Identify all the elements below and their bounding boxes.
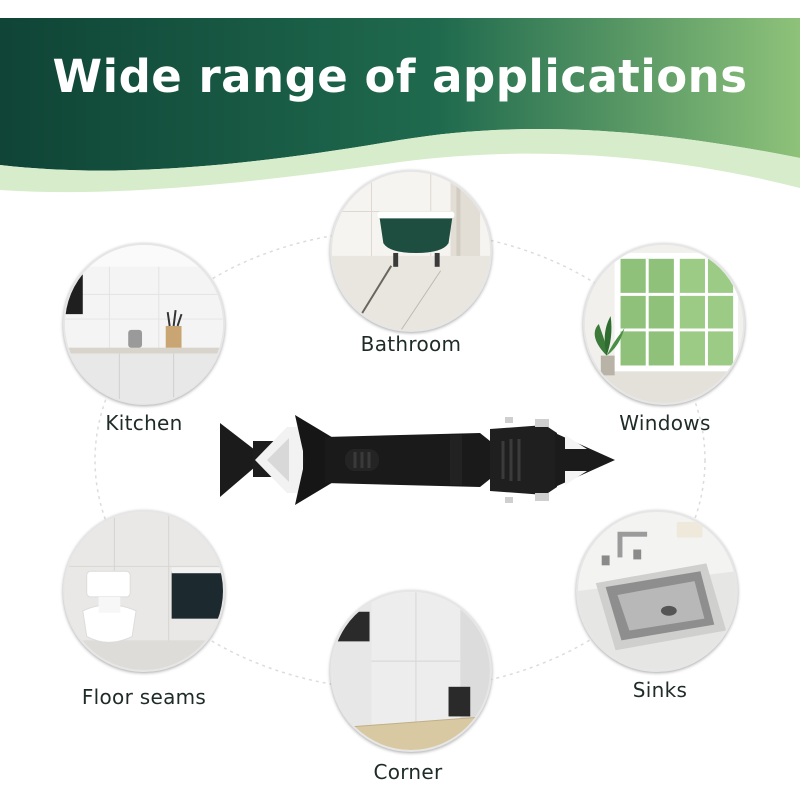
- label-sinks: Sinks: [632, 678, 688, 702]
- kitchen-photo: [63, 243, 225, 405]
- label-windows: Windows: [619, 411, 711, 435]
- label-kitchen: Kitchen: [105, 411, 183, 435]
- bathroom-photo: [330, 170, 492, 332]
- header-banner: [0, 18, 800, 193]
- page-title: Wide range of applications: [52, 50, 748, 103]
- caulking-tool-image: [220, 415, 615, 505]
- label-corner: Corner: [373, 760, 443, 784]
- corner-photo: [330, 590, 492, 752]
- windows-photo: [583, 243, 745, 405]
- floor-seams-photo: [63, 510, 225, 672]
- sinks-photo: [576, 510, 738, 672]
- label-floor-seams: Floor seams: [81, 685, 207, 709]
- label-bathroom: Bathroom: [360, 332, 462, 356]
